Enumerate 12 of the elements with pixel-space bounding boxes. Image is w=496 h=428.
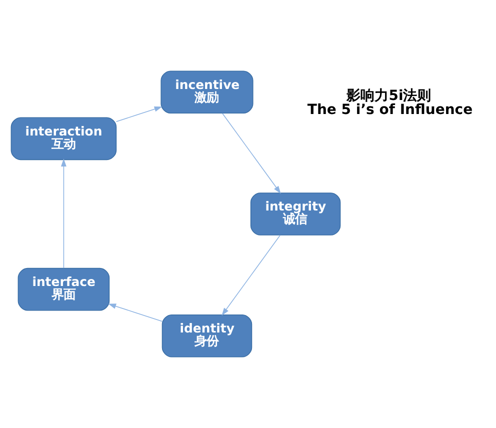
node-box: integrity 诚信 bbox=[250, 192, 341, 236]
label: 影响力5i法则 bbox=[346, 88, 432, 104]
label: The 5 i’s of Influence bbox=[307, 102, 473, 118]
node-box: identity 身份 bbox=[162, 314, 252, 358]
arrow bbox=[116, 106, 162, 122]
arrow bbox=[222, 112, 281, 194]
node-box: interaction 互动 bbox=[10, 117, 117, 160]
node-box: incentive 激励 bbox=[160, 70, 254, 114]
arrow bbox=[222, 234, 280, 316]
arrow bbox=[108, 304, 163, 322]
node-box: interface 界面 bbox=[18, 268, 110, 311]
arrow bbox=[60, 158, 66, 268]
